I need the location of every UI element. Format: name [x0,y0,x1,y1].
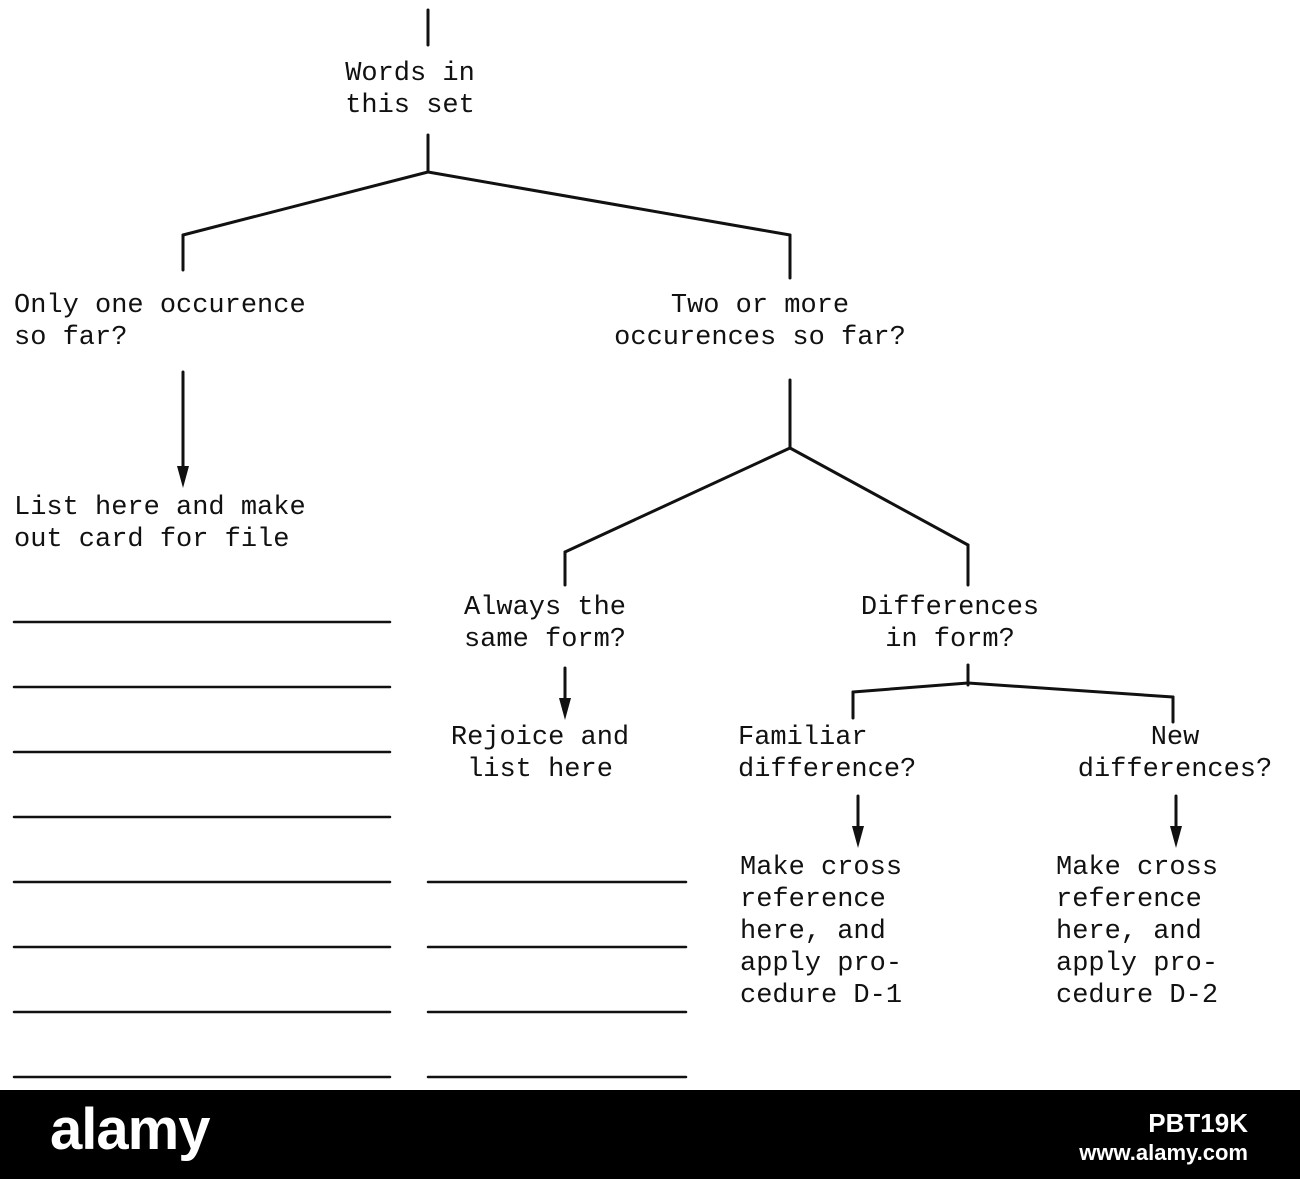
connector-arrow-d1-head [852,826,864,848]
node-text-line: Always the [463,593,627,623]
node-text-line: Two or more [670,291,850,321]
node-text-line: occurences so far? [614,323,906,353]
connector-root-left [181,170,430,237]
node-text-line: apply pro- [1056,949,1219,979]
node-text-line: list here [467,755,613,785]
node-text-line: Make cross [740,853,903,883]
node-text-line: same form? [463,625,627,655]
node-text-line: differences? [1077,755,1273,785]
node-text-line: New [1150,723,1200,753]
brand-logo: alamy [50,1097,210,1162]
node-text-line: reference [1056,885,1202,915]
node-text-line: reference [740,885,886,915]
connector-diff-left [851,681,970,694]
connector-arrow-list-head [177,466,189,488]
connector-arrow-d2-head [1170,826,1182,848]
connector-arrow-rejoice-head [559,698,571,720]
watermark-footer: alamy PBT19K www.alamy.com [0,1090,1300,1179]
node-text-line: difference? [738,755,917,785]
node-text-line: cedure D-1 [740,981,903,1011]
node-text-line: so far? [14,323,128,353]
node-text-line: cedure D-2 [1056,981,1219,1011]
node-text-line: Words in [345,59,475,89]
node-text-line: in form? [885,625,1015,655]
node-text-line: apply pro- [740,949,903,979]
node-text-line: Make cross [1056,853,1219,883]
node-text-line: Differences [860,593,1040,623]
connector-two-right [788,446,970,547]
node-text-line: Familiar [738,723,868,753]
flowchart-connectors [12,8,1182,1079]
connector-root-right [426,170,792,237]
node-text-line: List here and make [14,493,306,523]
node-text-line: here, and [740,917,886,947]
node-text-line: here, and [1056,917,1202,947]
node-text-line: this set [345,91,475,121]
site-url: www.alamy.com [1079,1140,1248,1165]
image-id-label: PBT19K [1148,1108,1248,1138]
connector-two-left [563,446,792,554]
node-text-line: Rejoice and [450,723,630,753]
connector-diff-right [966,681,1175,699]
node-text-line: out card for file [14,525,290,555]
node-text-line: Only one occurence [14,291,306,321]
